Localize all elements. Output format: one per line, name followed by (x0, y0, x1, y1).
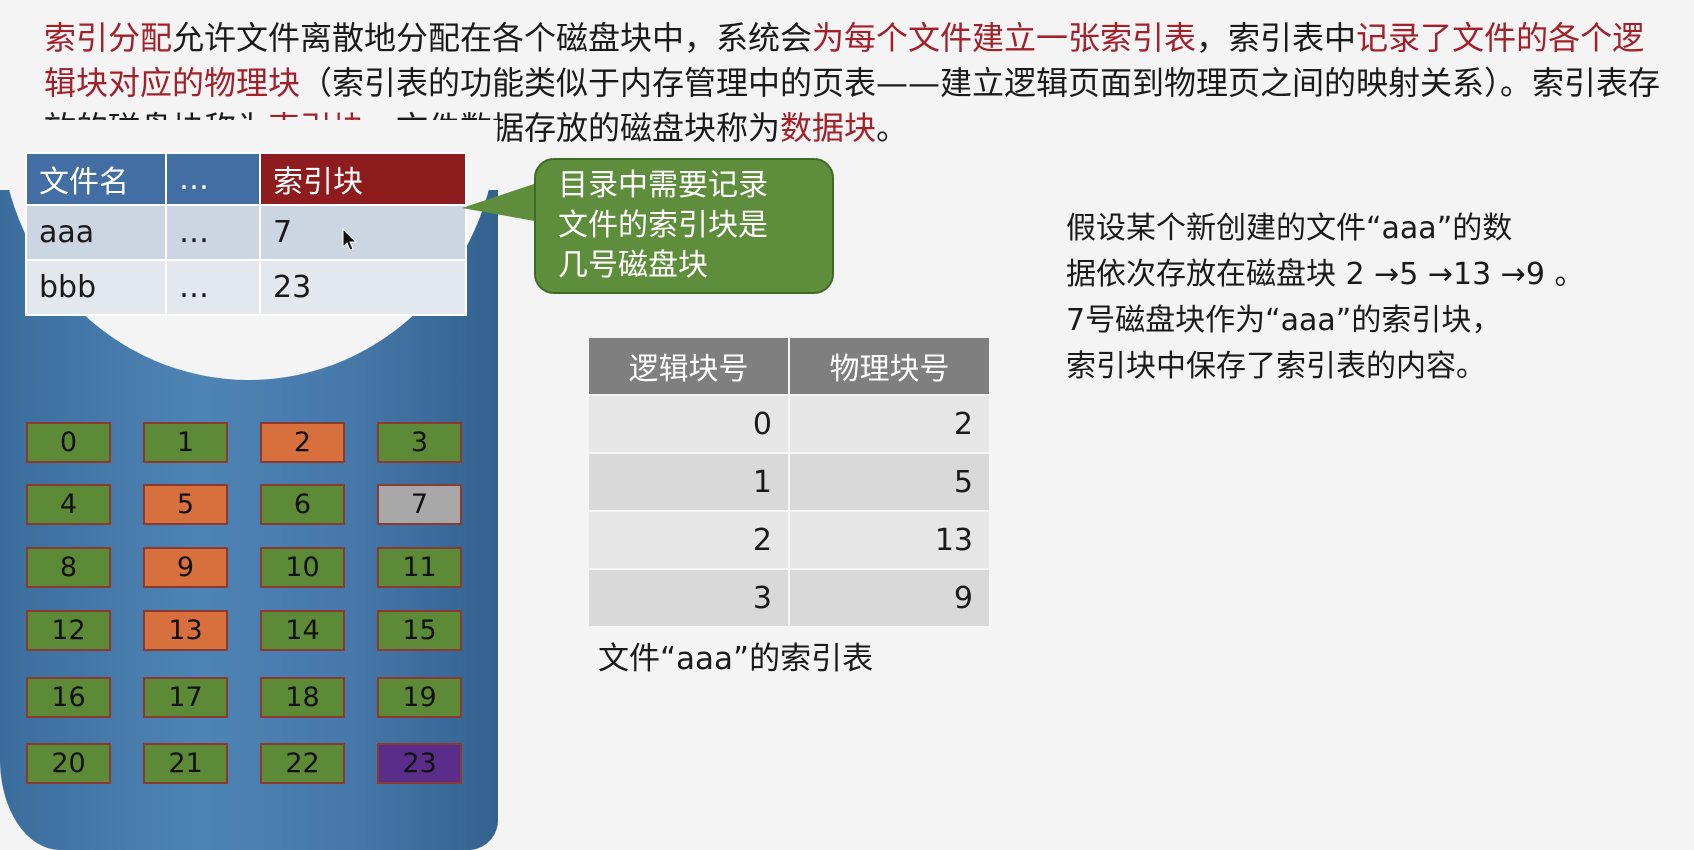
disk-block: 10 (260, 547, 345, 588)
cell-index-block: 7 (259, 204, 467, 261)
cell-ellipsis: … (165, 259, 261, 316)
index-row: 2 13 (587, 510, 991, 570)
disk-block: 14 (260, 610, 345, 651)
index-row: 3 9 (587, 568, 991, 628)
cell-logical: 3 (587, 568, 790, 628)
cell-ellipsis: … (165, 204, 261, 261)
disk-block: 22 (260, 743, 345, 784)
highlight-mapping: 记录了文件的各个逻辑块对应的物理块 (44, 19, 1645, 102)
disk-block: 15 (377, 610, 462, 651)
disk-block: 23 (377, 743, 462, 784)
directory-row: bbb … 23 (25, 259, 467, 316)
callout-note: 目录中需要记录 文件的索引块是 几号磁盘块 (534, 158, 834, 294)
cell-physical: 13 (788, 510, 991, 570)
highlight-index-table: 为每个文件建立一张索引表 (812, 19, 1197, 57)
disk-block: 6 (260, 484, 345, 525)
disk-block: 4 (26, 484, 111, 525)
index-row: 0 2 (587, 394, 991, 454)
disk-block: 2 (260, 422, 345, 463)
description-line: 据依次存放在磁盘块 2 →5 →13 →9 。 (1066, 257, 1585, 292)
header-logical-block: 逻辑块号 (587, 336, 790, 396)
disk-block: 16 (26, 677, 111, 718)
disk-block: 12 (26, 610, 111, 651)
header-physical-block: 物理块号 (788, 336, 991, 396)
description-line: 7号磁盘块作为“aaa”的索引块， (1066, 303, 1502, 338)
example-description: 假设某个新创建的文件“aaa”的数 据依次存放在磁盘块 2 →5 →13 →9 … (1066, 206, 1626, 390)
disk-block: 18 (260, 677, 345, 718)
term-data-block: 数据块 (780, 109, 877, 147)
disk-block: 1 (143, 422, 228, 463)
disk-block: 0 (26, 422, 111, 463)
disk-block: 19 (377, 677, 462, 718)
header-index-block: 索引块 (259, 152, 467, 206)
cell-physical: 9 (788, 568, 991, 628)
cell-filename: aaa (25, 204, 167, 261)
disk-block: 3 (377, 422, 462, 463)
index-table: 逻辑块号 物理块号 0 2 1 5 2 13 3 9 (587, 336, 991, 628)
cell-logical: 2 (587, 510, 790, 570)
disk-block: 21 (143, 743, 228, 784)
intro-text-5: 。 (876, 109, 909, 147)
cell-filename: bbb (25, 259, 167, 316)
callout-line: 几号磁盘块 (558, 248, 708, 283)
disk-block: 7 (377, 484, 462, 525)
intro-text-2: ，索引表中 (1196, 19, 1357, 57)
disk-block: 8 (26, 547, 111, 588)
disk-block: 5 (143, 484, 228, 525)
disk-block: 13 (143, 610, 228, 651)
disk-block: 20 (26, 743, 111, 784)
cell-physical: 5 (788, 452, 991, 512)
cell-physical: 2 (788, 394, 991, 454)
header-ellipsis: … (165, 152, 261, 206)
index-row: 1 5 (587, 452, 991, 512)
cell-index-block: 23 (259, 259, 467, 316)
callout-line: 文件的索引块是 (558, 208, 768, 243)
intro-text-1: 允许文件离散地分配在各个磁盘块中，系统会 (172, 19, 813, 57)
cell-logical: 1 (587, 452, 790, 512)
directory-header-row: 文件名 … 索引块 (25, 152, 467, 206)
disk-block: 17 (143, 677, 228, 718)
callout-line: 目录中需要记录 (558, 168, 768, 203)
disk-block: 11 (377, 547, 462, 588)
mouse-pointer-icon (342, 228, 358, 251)
callout-pointer (462, 182, 540, 222)
description-line: 索引块中保存了索引表的内容。 (1066, 349, 1486, 384)
description-line: 假设某个新创建的文件“aaa”的数 (1066, 211, 1513, 246)
directory-row: aaa … 7 (25, 204, 467, 261)
index-header-row: 逻辑块号 物理块号 (587, 336, 991, 396)
disk-block: 9 (143, 547, 228, 588)
cell-logical: 0 (587, 394, 790, 454)
directory-table: 文件名 … 索引块 aaa … 7 bbb … 23 (25, 152, 467, 316)
index-table-caption: 文件“aaa”的索引表 (598, 641, 874, 677)
header-filename: 文件名 (25, 152, 167, 206)
term-index-allocation: 索引分配 (44, 19, 173, 57)
